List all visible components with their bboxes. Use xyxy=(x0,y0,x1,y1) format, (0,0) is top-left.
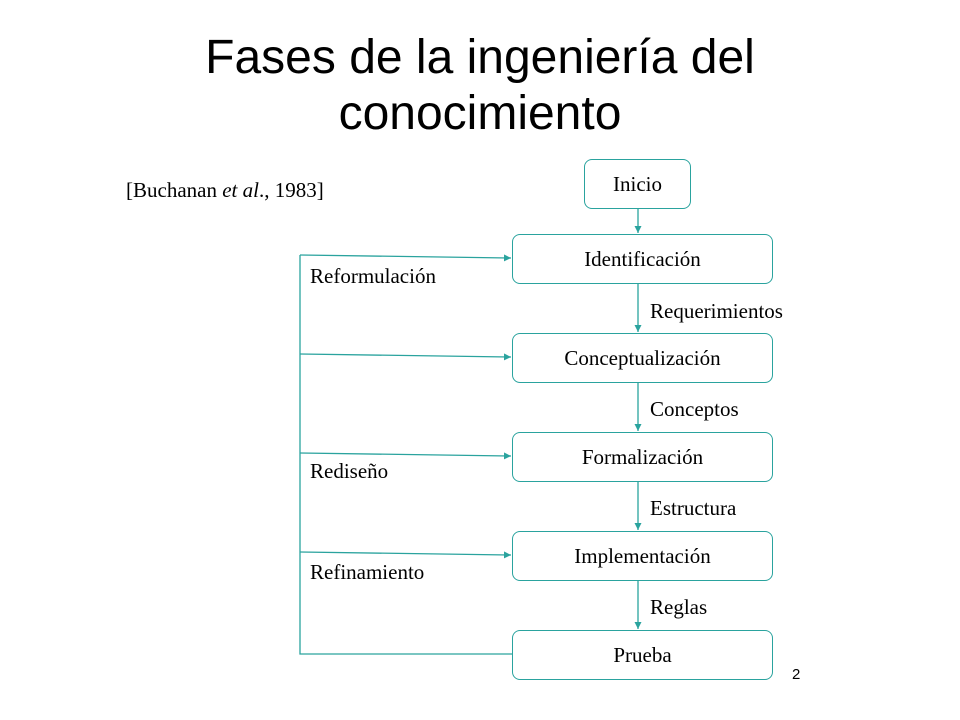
feedback-arrow-formalizacion xyxy=(299,452,512,460)
citation: [Buchanan et al., 1983] xyxy=(126,178,324,203)
box-formalizacion: Formalización xyxy=(512,432,773,482)
title-line-1: Fases de la ingeniería del xyxy=(205,31,755,84)
box-prueba: Prueba xyxy=(512,630,773,680)
label-estructura: Estructura xyxy=(650,496,737,520)
title-line-2: conocimiento xyxy=(338,87,622,140)
feedback-arrow-implementacion xyxy=(299,551,512,559)
page-number: 2 xyxy=(792,666,801,683)
label-reglas: Reglas xyxy=(650,595,708,619)
box-conceptualizacion: Conceptualización xyxy=(512,333,773,383)
box-implementacion: Implementación xyxy=(512,531,773,581)
label-conceptos: Conceptos xyxy=(650,397,739,421)
citation-italic: et al xyxy=(222,178,259,202)
page-title: Fases de la ingeniería del conocimiento xyxy=(0,30,960,142)
label-requerimientos: Requerimientos xyxy=(650,299,783,323)
box-identificacion: Identificación xyxy=(512,234,773,284)
label-rediseno: Rediseño xyxy=(310,459,389,483)
box-inicio: Inicio xyxy=(584,159,691,209)
feedback-loop-line xyxy=(299,255,512,655)
label-reformulacion: Reformulación xyxy=(310,264,436,288)
citation-prefix: [Buchanan xyxy=(126,178,223,202)
citation-suffix: ., 1983] xyxy=(258,178,324,202)
feedback-arrow-conceptualizacion xyxy=(299,353,512,361)
label-refinamiento: Refinamiento xyxy=(310,560,425,584)
feedback-arrow-identificacion xyxy=(299,254,512,262)
